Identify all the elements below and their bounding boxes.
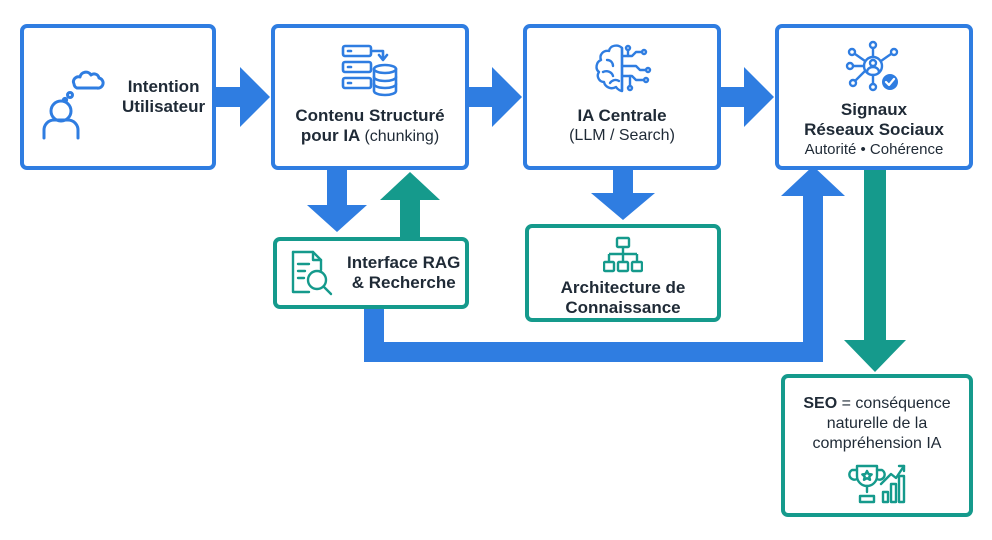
arrow-ia-to-signaux (720, 67, 774, 127)
node-intention-line2: Utilisateur (122, 97, 206, 116)
node-rag-line2: & Recherche (351, 273, 456, 292)
node-rag-line1: Interface RAG (347, 253, 461, 272)
node-rag: Interface RAG & Recherche (273, 237, 469, 309)
node-contenu-line1: Contenu Structuré (295, 106, 445, 125)
node-intention-line1: Intention (127, 77, 200, 96)
node-signaux: Signaux Réseaux Sociaux Autorité • Cohér… (775, 24, 973, 170)
arrow-contenu-to-ia (468, 67, 522, 127)
arrow-ia-to-architecture (591, 168, 655, 220)
node-signaux-line1: Signaux (840, 100, 908, 119)
document-search-icon (291, 250, 333, 296)
arrow-contenu-to-rag (307, 168, 367, 232)
node-contenu-line2-bold: pour IA (300, 126, 360, 145)
database-server-icon (341, 44, 398, 97)
node-seo-rest1: = conséquence (841, 395, 951, 412)
hierarchy-icon (603, 236, 643, 273)
node-architecture-line1: Architecture de (560, 278, 686, 297)
node-seo: SEO = conséquence naturelle de la compré… (781, 374, 973, 517)
node-ia-line2: (LLM / Search) (569, 127, 675, 144)
node-ia: IA Centrale (LLM / Search) (523, 24, 721, 170)
node-architecture-line2: Connaissance (565, 298, 681, 317)
arrow-intention-to-contenu (216, 67, 270, 127)
node-signaux-line2: Réseaux Sociaux (804, 120, 944, 139)
node-signaux-line3: Autorité • Cohérence (804, 141, 944, 158)
node-contenu-line2-regular: (chunking) (364, 128, 440, 145)
node-seo-bold: SEO (803, 395, 838, 412)
node-contenu: Contenu Structuré pour IA (chunking) (271, 24, 469, 170)
node-seo-line3: compréhension IA (812, 435, 942, 452)
arrow-signaux-to-seo (844, 168, 906, 372)
arrow-rag-to-contenu (380, 172, 440, 238)
network-check-icon (845, 40, 899, 92)
node-ia-line1: IA Centrale (577, 106, 667, 125)
node-architecture: Architecture de Connaissance (525, 224, 721, 322)
user-thought-icon (42, 70, 105, 140)
brain-circuit-icon (595, 44, 652, 93)
trophy-chart-icon (848, 464, 906, 504)
arrow-rag-to-signaux (364, 166, 845, 362)
node-intention: Intention Utilisateur (20, 24, 216, 170)
node-seo-line2: naturelle de la (826, 415, 928, 432)
